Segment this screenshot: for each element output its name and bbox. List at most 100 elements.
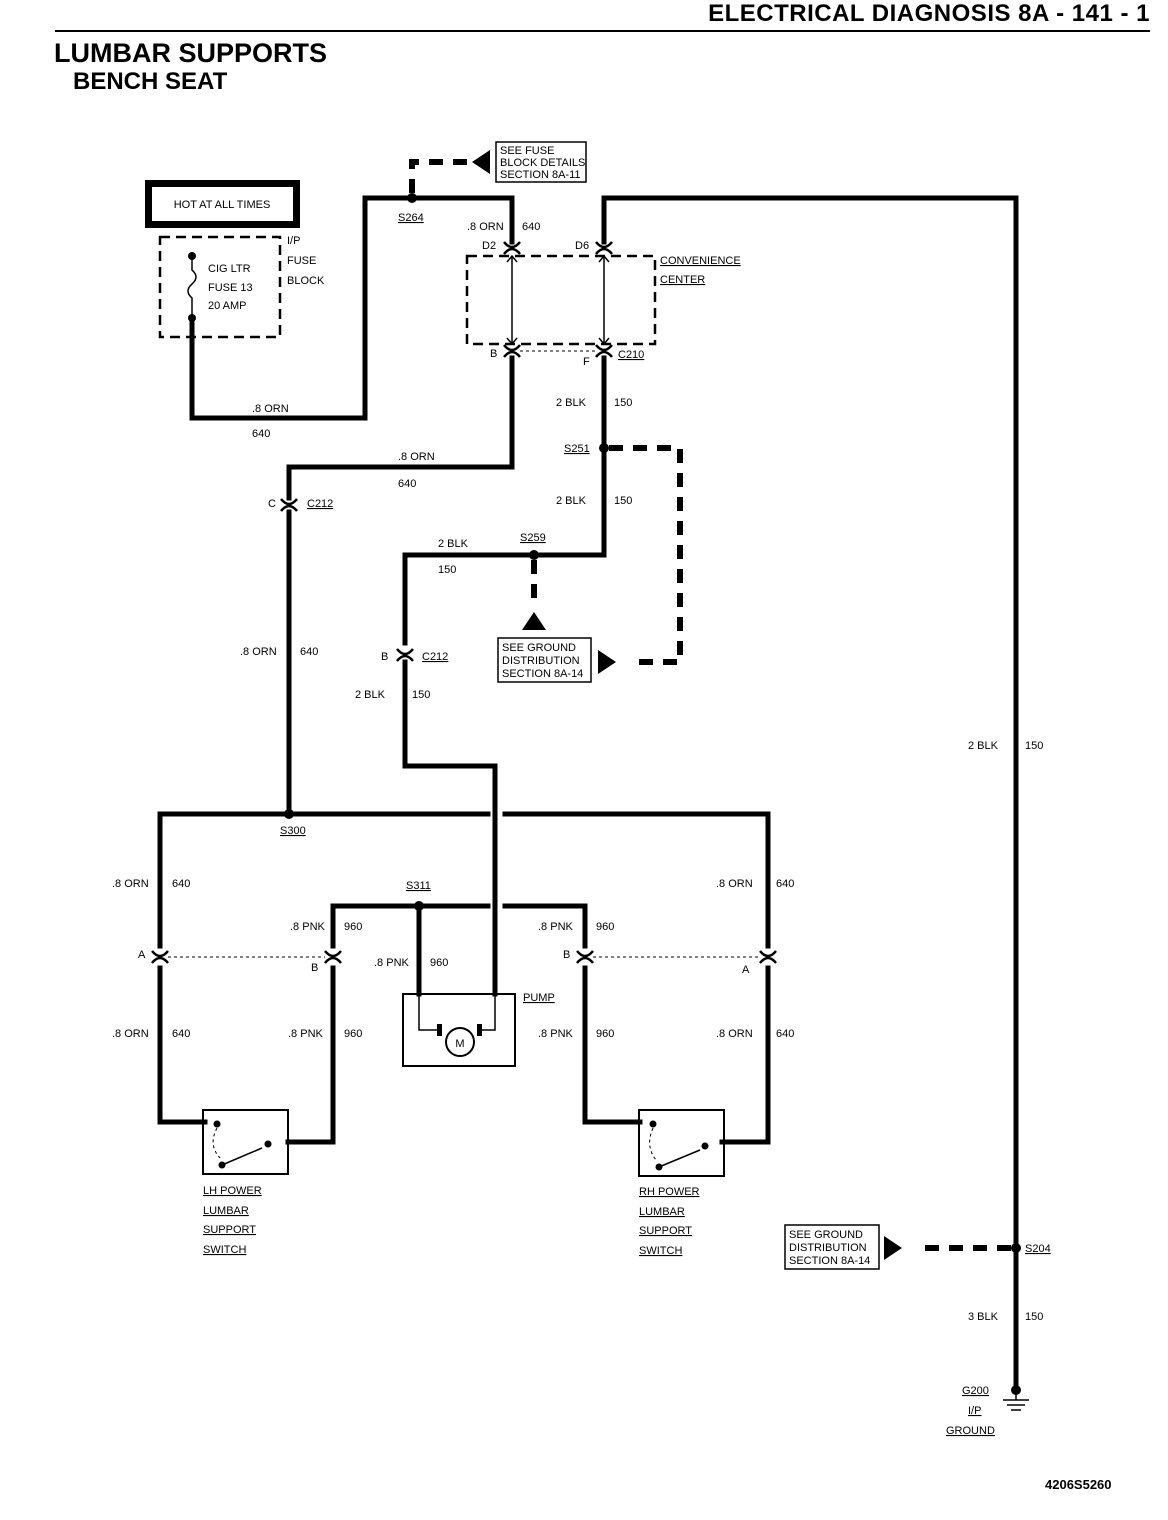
connector-c210-f	[594, 343, 614, 359]
svg-text:.8 ORN: .8 ORN	[398, 451, 435, 463]
g200-label: G200 I/P GROUND	[946, 1385, 995, 1437]
fuse-block-outline	[158, 235, 282, 339]
fuse-rating: 20 AMP	[208, 300, 247, 312]
svg-text:BLOCK: BLOCK	[287, 275, 325, 287]
cig-ltr-fuse: CIG LTR FUSE 13 20 AMP	[187, 252, 253, 322]
svg-text:2 BLK: 2 BLK	[438, 538, 469, 550]
svg-text:SWITCH: SWITCH	[639, 1245, 682, 1257]
svg-text:.8 ORN: .8 ORN	[716, 878, 753, 890]
ground-ref-dash-s251	[609, 445, 683, 665]
ground-g200-point	[1011, 1385, 1021, 1395]
pump-motor: M	[402, 993, 516, 1067]
svg-text:A: A	[742, 964, 750, 976]
svg-text:150: 150	[438, 564, 456, 576]
svg-text:150: 150	[1025, 1311, 1043, 1323]
svg-text:640: 640	[776, 1028, 794, 1040]
splice-s300-label: S300	[280, 825, 306, 837]
svg-text:640: 640	[172, 1028, 190, 1040]
fuse-block-label: I/P FUSE BLOCK	[287, 235, 325, 287]
svg-text:SEE FUSE: SEE FUSE	[500, 145, 554, 157]
rh-lumbar-switch	[638, 1109, 725, 1177]
svg-text:SUPPORT: SUPPORT	[639, 1225, 692, 1237]
svg-text:DISTRIBUTION: DISTRIBUTION	[789, 1242, 867, 1254]
svg-text:960: 960	[596, 921, 614, 933]
svg-text:SEE GROUND: SEE GROUND	[502, 642, 576, 654]
svg-text:2 BLK: 2 BLK	[556, 397, 587, 409]
rh-switch-label: RH POWER LUMBAR SUPPORT SWITCH	[639, 1186, 700, 1257]
connector-lh-a	[150, 949, 170, 965]
splice-s259-label: S259	[520, 532, 546, 544]
splice-s259	[529, 550, 539, 560]
svg-text:.8 PNK: .8 PNK	[288, 1028, 324, 1040]
svg-text:.8 PNK: .8 PNK	[290, 921, 326, 933]
svg-text:SECTION 8A-14: SECTION 8A-14	[789, 1255, 870, 1267]
svg-text:.8 PNK: .8 PNK	[374, 957, 410, 969]
page-header: ELECTRICAL DIAGNOSIS 8A - 141 - 1	[708, 0, 1150, 27]
svg-text:640: 640	[776, 878, 794, 890]
svg-text:.8 ORN: .8 ORN	[716, 1028, 753, 1040]
svg-text:CONVENIENCE: CONVENIENCE	[660, 255, 741, 267]
connector-c212-c	[279, 497, 299, 513]
svg-text:2 BLK: 2 BLK	[968, 740, 999, 752]
svg-text:G200: G200	[962, 1385, 989, 1397]
splice-s204	[1011, 1243, 1021, 1253]
svg-text:2 BLK: 2 BLK	[556, 495, 587, 507]
svg-text:.8 PNK: .8 PNK	[538, 1028, 574, 1040]
hot-at-all-times-box: HOT AT ALL TIMES	[145, 180, 300, 228]
page-subtitle: BENCH SEAT	[73, 68, 228, 95]
wire-640-lh-switch	[157, 965, 208, 1125]
svg-text:SWITCH: SWITCH	[203, 1244, 246, 1256]
wire-150-to-pump	[402, 659, 498, 997]
svg-text:960: 960	[344, 921, 362, 933]
connector-c212-label: C212	[307, 498, 333, 510]
lh-lumbar-switch	[202, 1109, 289, 1175]
svg-text:640: 640	[522, 221, 540, 233]
splice-s311-label: S311	[406, 880, 431, 892]
svg-text:.8 ORN: .8 ORN	[112, 878, 149, 890]
ground-distribution-reference-2: SEE GROUND DISTRIBUTION SECTION 8A-14	[784, 1224, 880, 1270]
wire-640-s300-bus	[157, 811, 771, 949]
motor-symbol: M	[455, 1038, 464, 1050]
svg-text:150: 150	[614, 495, 632, 507]
ground-symbol	[1003, 1393, 1029, 1411]
svg-text:3 BLK: 3 BLK	[968, 1311, 999, 1323]
ground-distribution-reference-1: SEE GROUND DISTRIBUTION SECTION 8A-14	[497, 637, 592, 683]
svg-text:B: B	[311, 962, 318, 974]
pin-d2: D2	[482, 240, 496, 252]
svg-text:960: 960	[344, 1028, 362, 1040]
connector-rh-b	[575, 949, 595, 965]
connector-c212-b	[395, 647, 415, 663]
svg-text:150: 150	[412, 689, 430, 701]
fuse-name: CIG LTR	[208, 263, 251, 275]
wire-label-orn: .8 ORN	[252, 403, 289, 415]
svg-text:640: 640	[300, 646, 318, 658]
pin-d6: D6	[575, 240, 589, 252]
splice-s251-label: S251	[564, 443, 590, 455]
svg-text:960: 960	[596, 1028, 614, 1040]
pump-label: PUMP	[523, 992, 555, 1004]
svg-text:LUMBAR: LUMBAR	[203, 1205, 249, 1217]
svg-text:GROUND: GROUND	[946, 1425, 995, 1437]
svg-text:LUMBAR: LUMBAR	[639, 1206, 685, 1218]
svg-text:C212: C212	[422, 651, 448, 663]
svg-text:DISTRIBUTION: DISTRIBUTION	[502, 655, 580, 667]
wire-640-fuse-to-convenience	[189, 195, 515, 421]
svg-text:150: 150	[614, 397, 632, 409]
splice-s251	[599, 443, 609, 453]
svg-text:640: 640	[172, 878, 190, 890]
svg-text:SECTION 8A-14: SECTION 8A-14	[502, 668, 583, 680]
svg-text:SECTION 8A-11: SECTION 8A-11	[500, 169, 581, 181]
svg-text:B: B	[563, 949, 570, 961]
svg-text:CENTER: CENTER	[660, 274, 705, 286]
splice-s300	[284, 809, 294, 819]
page-title: LUMBAR SUPPORTS	[54, 38, 328, 68]
fuse-number: FUSE 13	[208, 282, 253, 294]
wire-150-c210-to-c212	[402, 355, 607, 646]
svg-text:.8 ORN: .8 ORN	[467, 221, 504, 233]
splice-s204-label: S204	[1025, 1243, 1051, 1255]
wire-960-rh-switch	[582, 965, 643, 1125]
document-id: 4206S5260	[1045, 1477, 1112, 1492]
splice-s264	[407, 193, 417, 203]
connector-c210-b	[502, 343, 522, 359]
svg-text:RH POWER: RH POWER	[639, 1186, 700, 1198]
